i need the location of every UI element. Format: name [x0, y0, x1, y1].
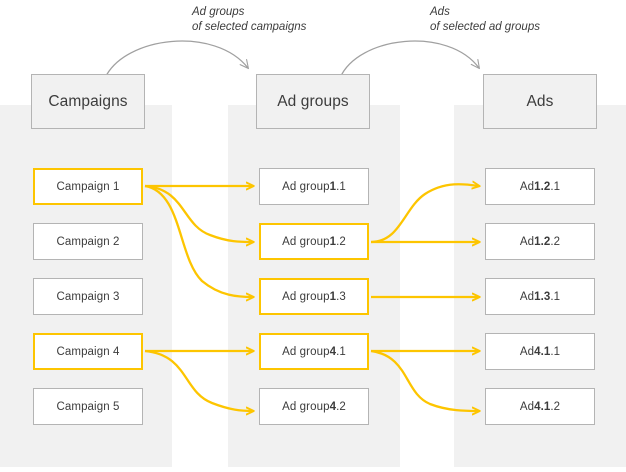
item-label-prefix: Ad group [282, 180, 330, 193]
item-label-emphasis: 4.1 [534, 400, 551, 413]
column-header-ad-groups[interactable]: Ad groups [256, 74, 370, 129]
annotation-ads: Ads of selected ad groups [430, 5, 540, 35]
item-label-suffix: .1 [336, 180, 346, 193]
item-label-emphasis: 1.2 [534, 180, 551, 193]
item-label-suffix: .1 [550, 345, 561, 358]
item-label-suffix: .2 [336, 235, 346, 248]
item-label: Campaign 2 [56, 235, 120, 248]
flow-arc-campaigns-to-ad-groups [104, 40, 249, 79]
item-label-emphasis: 1 [329, 180, 337, 193]
item-label-prefix: Ad group [282, 345, 330, 358]
item-label-suffix: .2 [336, 400, 346, 413]
campaign-box-campaign-3[interactable]: Campaign 3 [33, 278, 143, 315]
item-label-suffix: .2 [550, 400, 561, 413]
item-label-suffix: .1 [550, 180, 561, 193]
flow-arc-ad-groups-to-ads [339, 40, 480, 79]
annotation-ad-groups-line2: of selected campaigns [192, 21, 307, 33]
ad-group-box-ad-group-4-1[interactable]: Ad group 4.1 [259, 333, 369, 370]
item-label-emphasis: 1 [329, 235, 337, 248]
annotation-ads-line1: Ads [430, 6, 450, 18]
item-label-prefix: Ad [519, 400, 535, 413]
item-label-prefix: Ad group [282, 290, 330, 303]
item-label: Campaign 3 [56, 290, 120, 303]
ad-box-ad-1-3-1[interactable]: Ad 1.3.1 [485, 278, 595, 315]
item-label-emphasis: 1.2 [534, 235, 551, 248]
column-header-campaigns[interactable]: Campaigns [31, 74, 145, 129]
ad-box-ad-1-2-2[interactable]: Ad 1.2.2 [485, 223, 595, 260]
annotation-ad-groups: Ad groups of selected campaigns [192, 5, 306, 35]
item-label-prefix: Ad group [282, 235, 330, 248]
item-label: Campaign 1 [56, 180, 120, 193]
annotation-ad-groups-line1: Ad groups [192, 6, 245, 18]
ad-group-box-ad-group-1-1[interactable]: Ad group 1.1 [259, 168, 369, 205]
item-label-prefix: Ad [519, 345, 535, 358]
annotation-ads-line2: of selected ad groups [430, 21, 540, 33]
item-label-prefix: Ad [519, 235, 535, 248]
ad-box-ad-4-1-2[interactable]: Ad 4.1.2 [485, 388, 595, 425]
item-label-suffix: .3 [336, 290, 346, 303]
item-label: Campaign 5 [56, 400, 120, 413]
campaign-box-campaign-2[interactable]: Campaign 2 [33, 223, 143, 260]
item-label-suffix: .1 [336, 345, 346, 358]
item-label-emphasis: 1.3 [534, 290, 551, 303]
item-label-prefix: Ad group [282, 400, 330, 413]
item-label-emphasis: 4 [329, 345, 337, 358]
campaign-box-campaign-1[interactable]: Campaign 1 [33, 168, 143, 205]
item-label-suffix: .2 [550, 235, 561, 248]
campaign-box-campaign-4[interactable]: Campaign 4 [33, 333, 143, 370]
column-header-ads[interactable]: Ads [483, 74, 597, 129]
item-label-emphasis: 1 [329, 290, 337, 303]
item-label-emphasis: 4 [329, 400, 337, 413]
ad-group-box-ad-group-1-2[interactable]: Ad group 1.2 [259, 223, 369, 260]
ad-box-ad-4-1-1[interactable]: Ad 4.1.1 [485, 333, 595, 370]
item-label-suffix: .1 [550, 290, 561, 303]
item-label: Campaign 4 [56, 345, 120, 358]
item-label-prefix: Ad [519, 290, 535, 303]
ad-group-box-ad-group-4-2[interactable]: Ad group 4.2 [259, 388, 369, 425]
ad-box-ad-1-2-1[interactable]: Ad 1.2.1 [485, 168, 595, 205]
ad-group-box-ad-group-1-3[interactable]: Ad group 1.3 [259, 278, 369, 315]
campaign-box-campaign-5[interactable]: Campaign 5 [33, 388, 143, 425]
item-label-emphasis: 4.1 [534, 345, 551, 358]
item-label-prefix: Ad [519, 180, 535, 193]
